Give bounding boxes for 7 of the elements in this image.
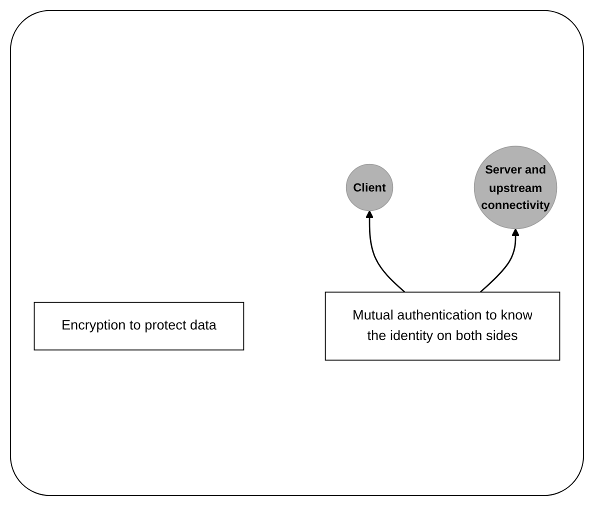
frame-border: Client Encryption to protect data Server and upstream connectivity Mutual authentication to know the identity on both sides bbox=[10, 10, 584, 496]
arrow bbox=[480, 228, 520, 292]
node-circle bbox=[346, 164, 394, 211]
arrow bbox=[366, 210, 406, 292]
node-box bbox=[324, 291, 560, 360]
node-box bbox=[34, 302, 244, 350]
node-circle bbox=[474, 146, 558, 229]
